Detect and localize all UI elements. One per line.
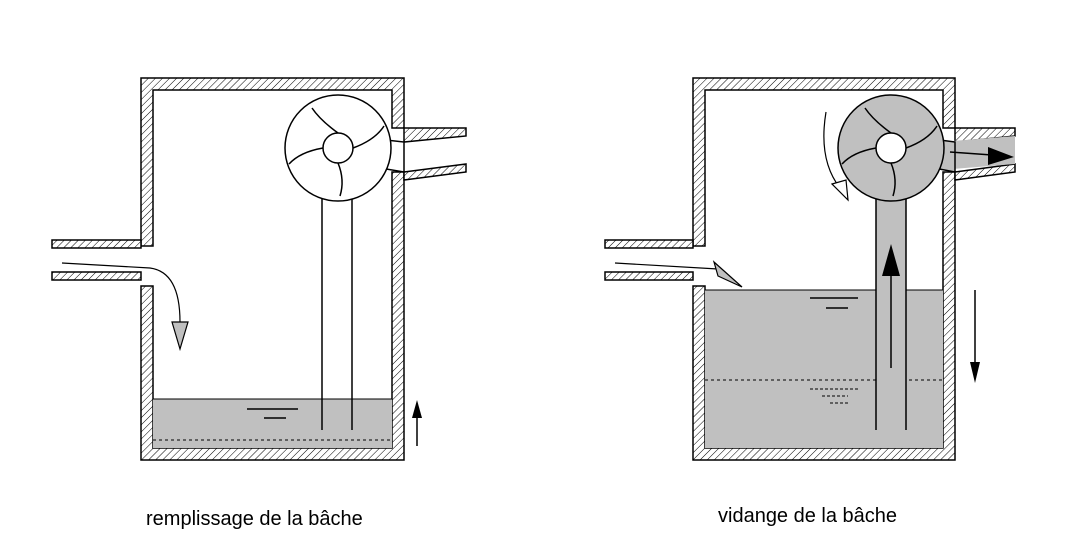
- impeller-hub: [322, 132, 354, 164]
- level-rising-arrow: [412, 400, 422, 446]
- impeller: [288, 107, 385, 197]
- tank-wall-left-lower: [140, 171, 405, 461]
- water-level-low: [153, 399, 392, 448]
- impeller: [841, 107, 938, 197]
- pump-running: [837, 94, 956, 430]
- panel-filling: [51, 77, 467, 461]
- tank-wall-right: [692, 77, 956, 247]
- upflow-arrow: [882, 244, 900, 368]
- panel-draining: [604, 77, 1016, 461]
- level-falling-arrow: [970, 290, 980, 383]
- tank-wall-left: [140, 77, 405, 247]
- inflow-arrow: [614, 262, 719, 270]
- inflow-arrowhead: [712, 260, 743, 288]
- pump: [284, 94, 405, 430]
- lower-surface-symbol: [810, 388, 858, 404]
- outlet-pipe: [403, 127, 467, 181]
- inflow-arrow: [61, 262, 181, 323]
- water-level-high: [705, 290, 943, 448]
- inlet-pipe: [604, 239, 694, 281]
- water-surface-symbol: [247, 408, 298, 419]
- impeller-hub: [875, 132, 907, 164]
- discharge-arrow: [949, 147, 1014, 165]
- inflow-arrowhead: [171, 321, 189, 352]
- inlet-pipe: [51, 239, 142, 281]
- caption-draining: vidange de la bâche: [718, 505, 898, 527]
- water-surface-symbol: [810, 297, 858, 309]
- rotation-arrow: [823, 111, 849, 202]
- caption-filling: remplissage de la bâche: [146, 508, 363, 530]
